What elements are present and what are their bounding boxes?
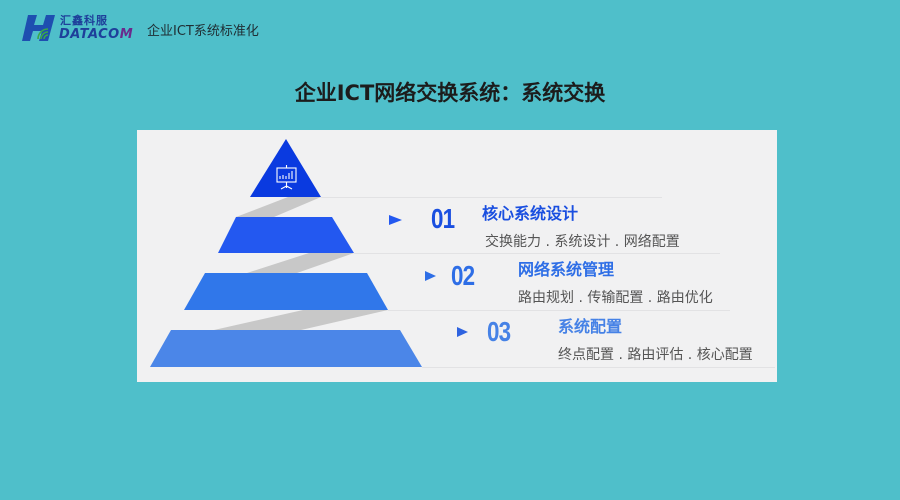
separator-line (321, 197, 662, 198)
item-description: 终点配置 . 路由评估 . 核心配置 (558, 347, 753, 363)
logo-chinese-name: 汇鑫科服 (60, 14, 108, 27)
header-subtitle: 企业ICT系统标准化 (147, 24, 259, 39)
item-title: 网络系统管理 (518, 260, 615, 279)
separator-line (354, 253, 720, 254)
separator-line (388, 310, 730, 311)
arrow-icon (389, 215, 402, 225)
arrow-icon (457, 327, 468, 337)
presentation-chart-icon (276, 165, 297, 190)
pyramid-diagram (150, 139, 422, 367)
pyramid-tier-3 (150, 330, 422, 367)
item-description: 交换能力 . 系统设计 . 网络配置 (485, 234, 680, 250)
item-title: 核心系统设计 (482, 204, 579, 223)
pyramid-tier-1 (218, 217, 354, 253)
content-panel: 01 核心系统设计 交换能力 . 系统设计 . 网络配置 02 网络系统管理 路… (137, 130, 777, 382)
company-logo: 汇鑫科服 DATACOM (22, 14, 134, 42)
separator-line (422, 367, 775, 368)
pyramid-connector (214, 310, 388, 330)
logo-english-name: DATACOM (59, 27, 134, 42)
page-title: 企业ICT网络交换系统：系统交换 (294, 81, 606, 105)
item-number: 03 (487, 316, 511, 347)
item-description: 路由规划 . 传输配置 . 路由优化 (518, 290, 713, 306)
pyramid-tier-2 (184, 273, 388, 310)
pyramid-connector (236, 197, 321, 217)
item-number: 01 (431, 203, 455, 234)
item-title: 系统配置 (558, 317, 623, 336)
arrow-icon (425, 271, 436, 281)
item-number: 02 (451, 260, 475, 291)
datacom-logo-icon (22, 15, 55, 41)
pyramid-connector (247, 253, 354, 273)
